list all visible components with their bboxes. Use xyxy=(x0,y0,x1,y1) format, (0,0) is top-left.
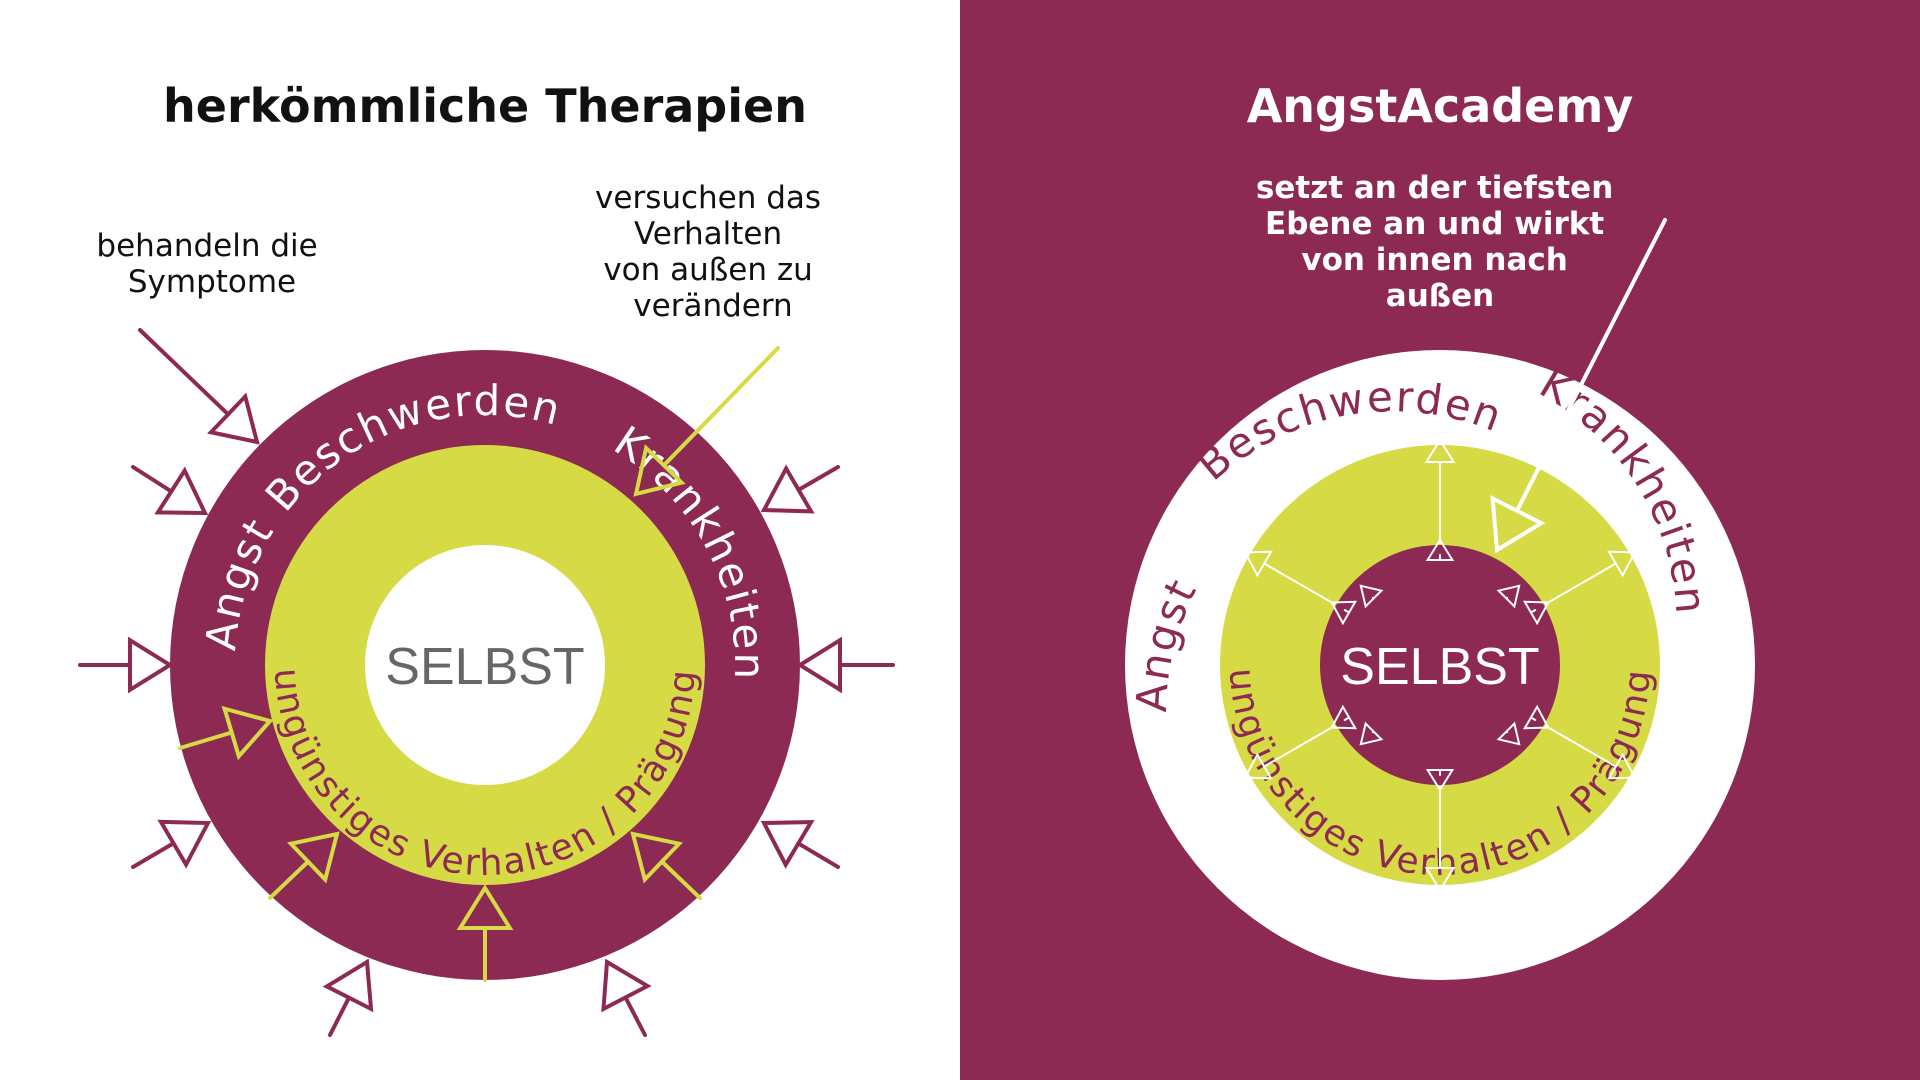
note-behavior-line-3: von außen zu xyxy=(603,252,812,288)
diagonal-core-arrow-1 xyxy=(1496,584,1521,609)
outward-arrow-5 xyxy=(1243,725,1336,780)
outer-arrow-2 xyxy=(131,465,209,516)
right-diagram: AngstAcademy setzt an der tiefsten Ebene… xyxy=(1119,79,1755,980)
outward-arrow-2 xyxy=(1544,550,1637,605)
note-angstacademy: setzt an der tiefsten Ebene an und wirkt… xyxy=(1256,170,1624,314)
note-behavior-line-2: Verhalten xyxy=(634,216,782,252)
middle-arrow-5 xyxy=(630,831,702,900)
right-core-label: SELBST xyxy=(1340,638,1539,696)
outward-arrow-6 xyxy=(1243,550,1336,605)
right-arrows xyxy=(1243,218,1667,892)
middle-arrow-4 xyxy=(456,884,514,982)
outward-arrow-3 xyxy=(1544,725,1637,780)
left-arrows xyxy=(78,328,895,1037)
long-arrow-into-core xyxy=(1490,218,1667,554)
right-title: AngstAcademy xyxy=(1247,79,1634,133)
note-behavior: versuchen das Verhalten von außen zu ver… xyxy=(595,180,831,324)
right-core xyxy=(1320,545,1560,785)
diagonal-core-arrow-3 xyxy=(1359,721,1384,746)
note-angstacademy-line-2: Ebene an und wirkt xyxy=(1265,206,1604,242)
core-edge-arrow-3 xyxy=(1522,704,1550,730)
diagonal-core-arrow-4 xyxy=(1359,584,1384,609)
note-symptoms: behandeln die Symptome xyxy=(96,228,327,300)
outward-arrow-1 xyxy=(1424,438,1456,544)
core-edge-arrow-2 xyxy=(1522,600,1550,626)
left-core xyxy=(365,545,605,785)
left-core-label: SELBST xyxy=(385,638,584,696)
note-behavior-line-1: versuchen das xyxy=(595,180,821,216)
note-angstacademy-line-4: außen xyxy=(1386,278,1494,314)
middle-arrow-2 xyxy=(178,705,274,761)
outer-arrow-4 xyxy=(131,819,212,869)
outer-arrow-1 xyxy=(138,328,260,445)
outer-arrow-3 xyxy=(78,636,174,694)
diagonal-core-arrow-2 xyxy=(1496,721,1521,746)
core-edge-arrow-6 xyxy=(1330,600,1358,626)
outer-arrow-8 xyxy=(796,636,895,694)
outward-arrow-4 xyxy=(1424,786,1456,892)
note-symptoms-line-1: behandeln die xyxy=(96,228,317,264)
core-edge-arrow-1 xyxy=(1425,538,1455,561)
core-edge-arrow-5 xyxy=(1330,704,1358,730)
note-symptoms-line-2: Symptome xyxy=(128,264,296,300)
note-angstacademy-line-3: von innen nach xyxy=(1301,242,1567,278)
outer-arrow-9 xyxy=(760,464,840,514)
note-behavior-line-4: verändern xyxy=(633,288,792,324)
outer-arrow-6 xyxy=(601,958,652,1037)
left-diagram: herkömmliche Therapien behandeln die Sym… xyxy=(78,79,895,1037)
middle-arrow-1 xyxy=(633,346,780,497)
middle-arrow-3 xyxy=(268,831,340,900)
note-angstacademy-line-1: setzt an der tiefsten xyxy=(1256,170,1613,206)
core-edge-arrow-4 xyxy=(1425,769,1455,792)
outer-arrow-5 xyxy=(322,958,374,1037)
outer-arrow-7 xyxy=(760,820,840,869)
left-title: herkömmliche Therapien xyxy=(163,79,807,133)
